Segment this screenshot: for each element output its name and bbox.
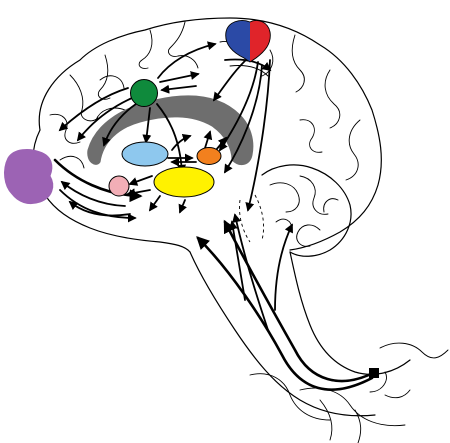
blue-left-half — [225, 20, 250, 62]
sulcus-1 — [69, 74, 99, 122]
lower-structure-5 — [354, 409, 362, 443]
cerebellum-folia-4 — [323, 198, 339, 213]
sulcus-5 — [291, 34, 305, 93]
yellow-node — [153, 166, 215, 198]
tract-arrows — [53, 41, 387, 393]
cerebellum-dashed-2 — [254, 194, 265, 241]
cerebrum-outline — [38, 17, 382, 251]
sulcus-7 — [345, 119, 361, 181]
lower-structure-4 — [319, 399, 333, 441]
orange-node — [196, 147, 222, 165]
lower-structure-6 — [384, 389, 411, 399]
sulcus-11 — [261, 49, 274, 77]
lower-structure-1 — [249, 373, 331, 421]
purple-region — [4, 149, 54, 205]
sulcus-12 — [299, 119, 323, 153]
sulcus-14 — [95, 107, 126, 121]
brainstem-terminal-square — [369, 368, 379, 378]
cerebellum-outline — [261, 164, 352, 257]
sulcus-6 — [324, 69, 341, 129]
sulcus-10 — [99, 75, 125, 89]
brainstem-outline-front — [189, 251, 376, 417]
brainstem-outline-back — [289, 251, 411, 375]
lower-structure-2 — [299, 387, 406, 427]
sulcus-3 — [138, 29, 153, 69]
red-right-half — [250, 20, 271, 62]
sulcus-8 — [49, 113, 81, 144]
pink-node — [108, 175, 130, 197]
sulcus-4 — [167, 21, 199, 69]
cerebellum-folia-3 — [296, 224, 321, 247]
cerebellum-folia-2 — [299, 175, 329, 215]
lower-structure-3 — [379, 342, 449, 359]
corpus-callosum — [87, 95, 254, 166]
blue-red-region — [225, 20, 271, 63]
cerebellum-folia-1 — [269, 182, 300, 213]
light-blue-node — [121, 141, 169, 167]
sulcus-9 — [59, 155, 85, 169]
green-node — [130, 79, 158, 107]
